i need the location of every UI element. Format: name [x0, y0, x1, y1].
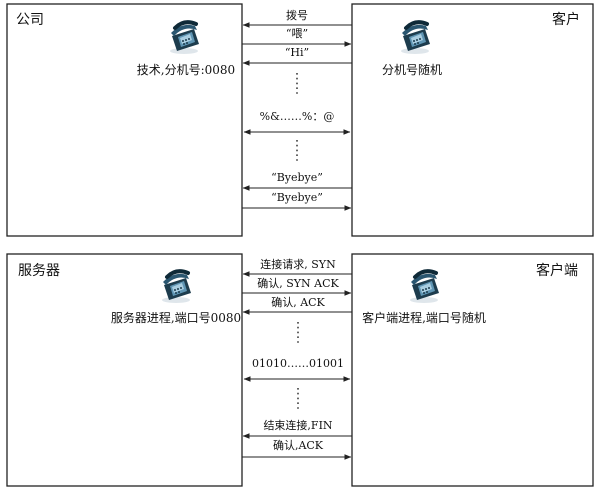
message-label: 确认, SYN ACK — [257, 277, 339, 290]
message-label: 结束连接,FIN — [263, 419, 332, 432]
customer-box — [351, 3, 594, 237]
client-process-label: 客户端进程,端口号随机 — [362, 310, 486, 325]
client-title: 客户端 — [536, 262, 578, 279]
customer-title: 客户 — [552, 11, 580, 28]
bottom-diagram: 服务器 客户端 服务器进程,端口号0080 客户端进程,端口号随机 连接请求, … — [6, 253, 594, 487]
message-label: 连接请求, SYN — [260, 258, 336, 271]
message-label: %&……%：@ — [260, 110, 335, 123]
customer-extension-label: 分机号随机 — [382, 62, 442, 77]
top-diagram: 公司 客户 技术,分机号:0080 分机号随机 拨号 “喂” “Hi” %&……… — [6, 3, 594, 237]
message-label: 确认, ACK — [271, 296, 325, 309]
company-box — [6, 3, 243, 237]
message-label: 01010……01001 — [252, 357, 344, 370]
telephone-icon — [408, 269, 441, 305]
client-box — [351, 253, 594, 487]
message-label: 拨号 — [286, 8, 308, 22]
message-label: “Hi” — [285, 46, 309, 59]
message-label: “喂” — [286, 27, 308, 40]
telephone-icon — [168, 20, 201, 56]
server-title: 服务器 — [18, 263, 60, 279]
message-label: “Byebye” — [271, 191, 323, 204]
company-extension-label: 技术,分机号:0080 — [137, 63, 235, 77]
telephone-icon — [399, 20, 432, 56]
server-box — [6, 253, 243, 487]
server-process-label: 服务器进程,端口号0080 — [111, 310, 241, 325]
company-title: 公司 — [16, 12, 44, 28]
message-label: 确认,ACK — [273, 439, 324, 452]
telephone-icon — [160, 269, 193, 305]
message-label: “Byebye” — [271, 171, 323, 184]
